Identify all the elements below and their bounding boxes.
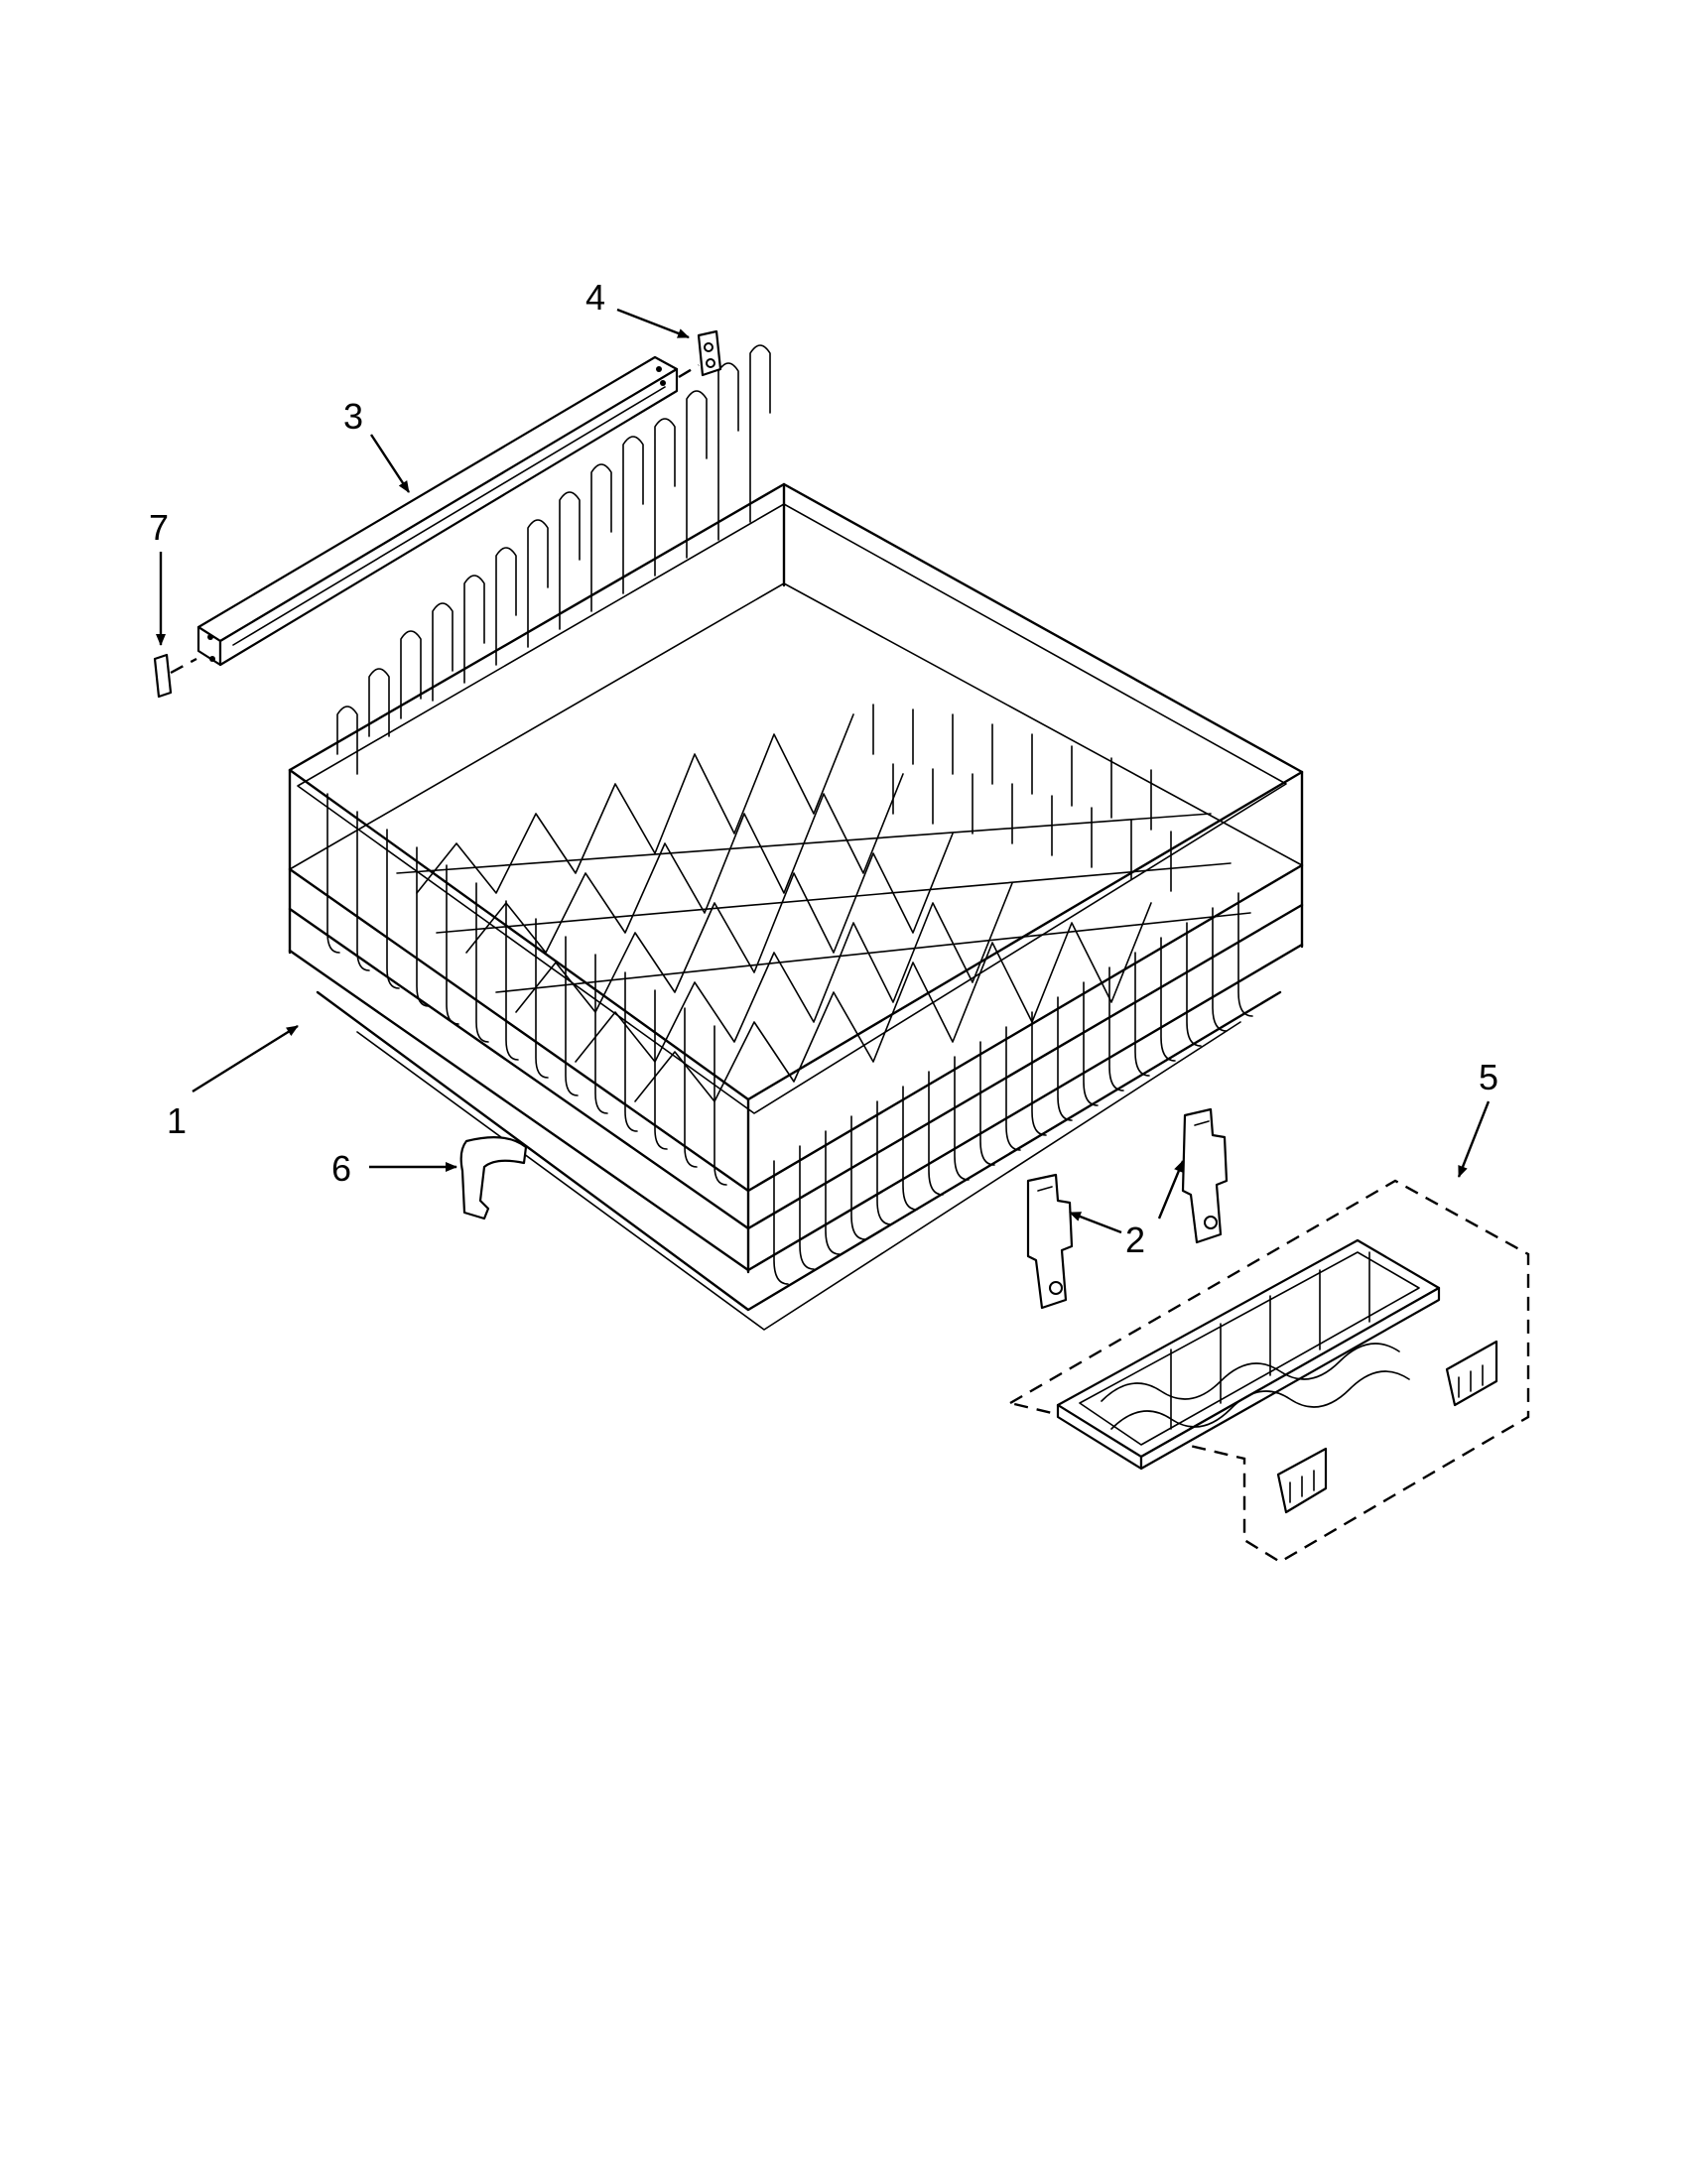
callout-6: 6 <box>331 1148 351 1189</box>
callout-1: 1 <box>167 1100 187 1141</box>
dish-rack-part-1 <box>288 344 1304 1331</box>
callout-3: 3 <box>343 396 363 437</box>
leader-2a <box>1069 1211 1122 1234</box>
rack-back-tines <box>336 344 771 775</box>
callout-4: 4 <box>585 277 605 318</box>
leader-3 <box>369 434 411 493</box>
rack-side-tines <box>326 793 727 1186</box>
adjuster-part-2-right <box>1181 1107 1229 1244</box>
bracket-part-6 <box>459 1136 528 1220</box>
callout-labels: 1 2 3 4 5 6 7 <box>149 277 1498 1260</box>
leader-5 <box>1457 1100 1491 1178</box>
rack-prongs <box>872 704 1172 892</box>
leader-2b <box>1157 1160 1185 1220</box>
adjuster-part-2-left <box>1026 1173 1074 1310</box>
callout-7: 7 <box>149 507 169 548</box>
clip-part-4 <box>678 329 722 379</box>
callout-2: 2 <box>1125 1220 1145 1260</box>
rack-interior-supports <box>396 713 1251 1102</box>
leader-4 <box>616 308 690 339</box>
rack-front-tines <box>773 892 1253 1285</box>
callout-5: 5 <box>1479 1057 1498 1097</box>
tray-kit-part-5 <box>1006 1179 1530 1564</box>
leader-lines <box>156 308 1491 1234</box>
rail-part-3 <box>196 355 679 667</box>
end-cap-part-7 <box>153 653 197 699</box>
leader-1 <box>192 1024 299 1093</box>
